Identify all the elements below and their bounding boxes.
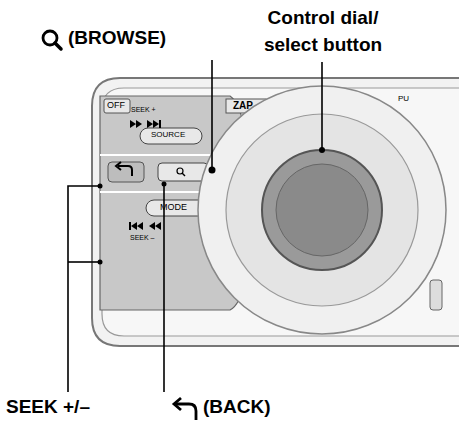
callout-label: SEEK +/– bbox=[6, 396, 90, 418]
button-text: ZAP bbox=[233, 100, 253, 111]
browse-button bbox=[158, 163, 208, 181]
source-button bbox=[140, 128, 202, 144]
button-text: OFF bbox=[107, 100, 125, 110]
seek-minus-symbols bbox=[129, 222, 161, 230]
button-text: SOURCE bbox=[151, 130, 185, 139]
search-icon bbox=[43, 31, 61, 49]
seek-plus-symbols bbox=[130, 120, 161, 128]
leader-lines bbox=[68, 60, 322, 392]
callout-label: (BROWSE) bbox=[68, 27, 166, 49]
button-text: SEEK – bbox=[130, 234, 155, 241]
off-button bbox=[104, 99, 130, 113]
button-text: MODE bbox=[160, 202, 187, 212]
faceplate bbox=[92, 78, 459, 346]
control-dial bbox=[262, 150, 382, 270]
back-button bbox=[108, 162, 144, 182]
back-icon bbox=[174, 398, 196, 420]
callout-label: (BACK) bbox=[203, 396, 271, 418]
button-text: SEEK + bbox=[131, 106, 156, 113]
button-text: PU bbox=[398, 94, 409, 103]
callout-label: Control dial/ select button bbox=[248, 4, 398, 58]
mode-button bbox=[146, 200, 206, 216]
